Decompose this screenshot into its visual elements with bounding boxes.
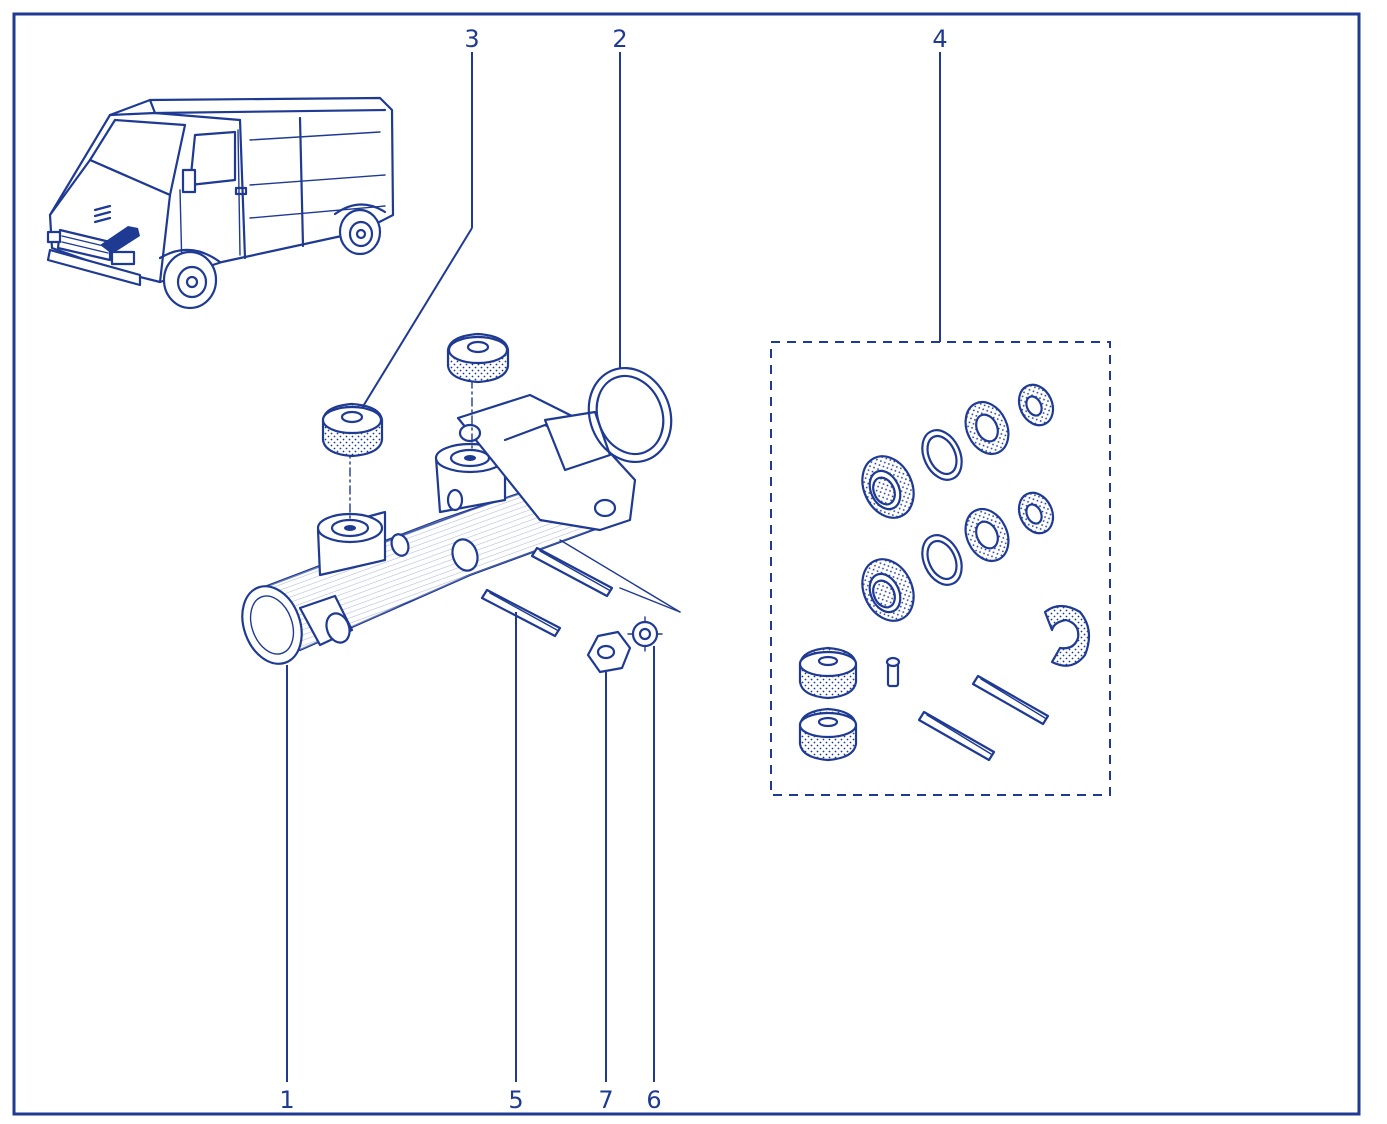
- kit-split-clip: [1043, 604, 1091, 667]
- kit-grommet-2: [798, 707, 858, 762]
- callout-6: 6: [646, 1086, 661, 1114]
- roll-pin-upper: [530, 546, 614, 598]
- callout-7: 7: [598, 1086, 613, 1114]
- master-cylinder-body: [241, 379, 637, 665]
- reservoir-grommet-rear: [446, 332, 510, 384]
- flange-seal-ring: [587, 366, 673, 464]
- kit-pin-2: [971, 674, 1050, 726]
- kit-ring-2: [921, 534, 963, 586]
- callout-4: 4: [932, 25, 947, 53]
- kit-pin-1: [917, 710, 996, 762]
- callout-5: 5: [508, 1086, 523, 1114]
- kit-piston-seal-2: [861, 558, 915, 622]
- repair-kit-box: [770, 341, 1111, 796]
- reservoir-grommet-front: [321, 402, 384, 458]
- van-illustration: [46, 96, 395, 310]
- diagram-border: [12, 12, 1361, 1116]
- hex-nut: [586, 630, 632, 674]
- kit-screw: [885, 656, 901, 688]
- kit-ring-1: [921, 429, 963, 481]
- callout-3: 3: [464, 25, 479, 53]
- roll-pin-lower: [480, 588, 562, 638]
- kit-retainer-2: [1017, 491, 1055, 535]
- kit-cup-seal-1: [964, 401, 1010, 455]
- kit-cup-seal-2: [964, 508, 1010, 562]
- kit-retainer-1: [1017, 383, 1055, 427]
- callout-2: 2: [612, 25, 627, 53]
- lock-washer: [627, 616, 663, 652]
- kit-piston-seal-1: [861, 455, 915, 519]
- kit-grommet-1: [798, 646, 858, 700]
- leader-lines: [286, 52, 941, 1082]
- callout-1: 1: [279, 1086, 294, 1114]
